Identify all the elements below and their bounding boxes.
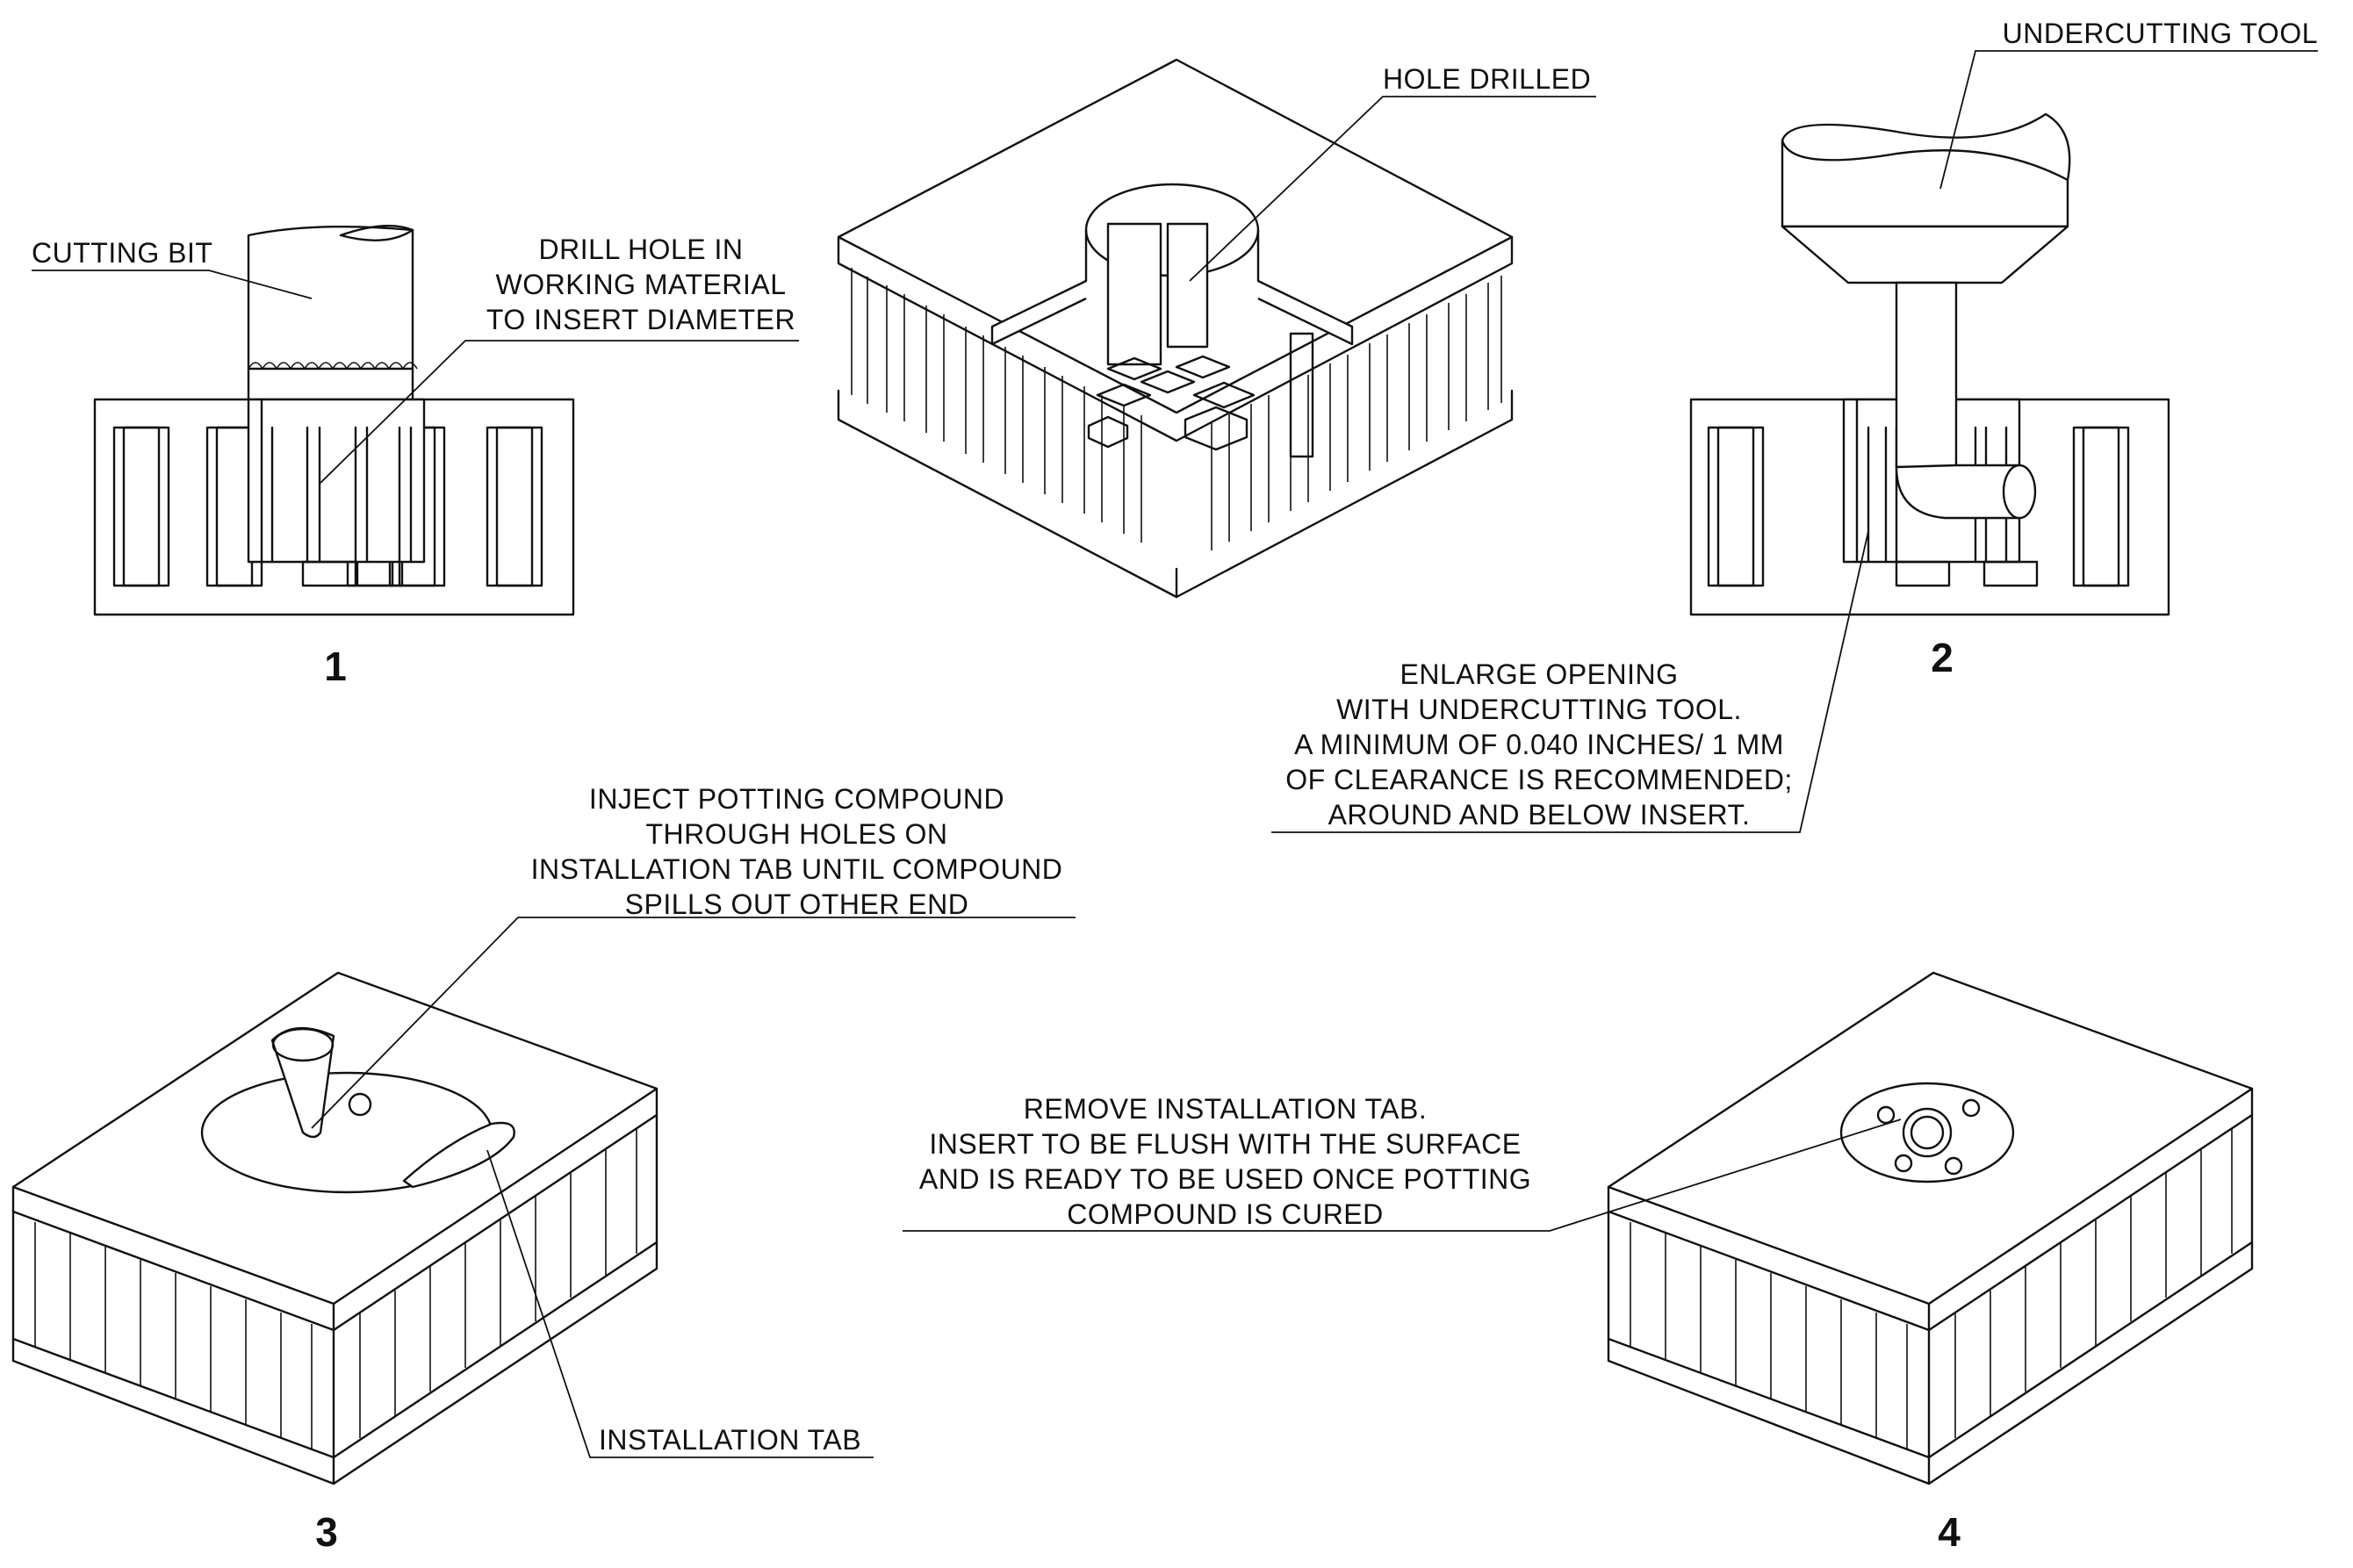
step-number-1: 1 (324, 644, 347, 689)
cutting-bit (247, 225, 418, 401)
callout-hole-drilled: HOLE DRILLED (1383, 63, 1592, 95)
step1-panel-section (93, 398, 575, 616)
step4-panel-finished (1607, 971, 2254, 1485)
undercutting-tool (1781, 112, 2071, 520)
honeycomb-hole-drilled (837, 58, 1514, 599)
step3-panel-with-tab (11, 971, 658, 1485)
step-number-2: 2 (1931, 635, 1954, 680)
callout-remove-tab: REMOVE INSTALLATION TAB. INSERT TO BE FL… (918, 1093, 1532, 1230)
callout-cutting-bit: CUTTING BIT (32, 237, 213, 269)
step-number-3: 3 (315, 1509, 338, 1555)
callout-inject-potting: INJECT POTTING COMPOUND THROUGH HOLES ON… (530, 783, 1063, 920)
callout-undercutting-tool: UNDERCUTTING TOOL (2002, 18, 2318, 49)
callout-installation-tab: INSTALLATION TAB (599, 1424, 862, 1456)
callout-enlarge-opening: ENLARGE OPENING WITH UNDERCUTTING TOOL. … (1285, 658, 1793, 831)
callout-drill-hole: DRILL HOLE IN WORKING MATERIAL TO INSERT… (486, 234, 796, 335)
step-number-4: 4 (1938, 1509, 1961, 1555)
